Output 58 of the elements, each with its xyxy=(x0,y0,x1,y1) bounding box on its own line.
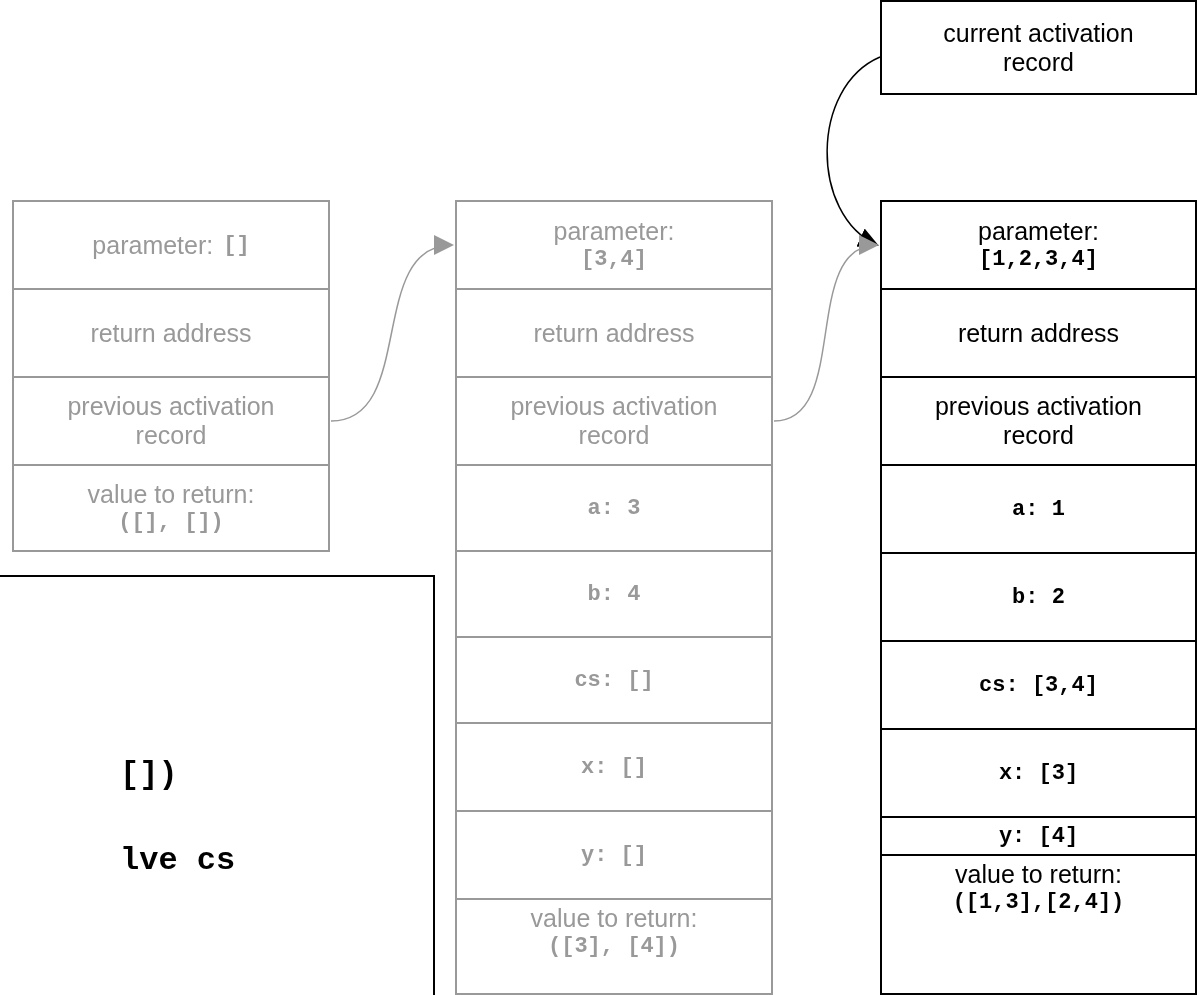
field-label: return address xyxy=(533,318,695,348)
field-value: b: 4 xyxy=(587,580,641,608)
record-field xyxy=(880,464,1197,554)
field-label: previous activation record xyxy=(66,392,276,450)
code-line: []) xyxy=(120,757,178,793)
field-value: a: 1 xyxy=(1012,495,1065,523)
record-field xyxy=(455,288,773,378)
record-field xyxy=(880,640,1197,730)
field-label: value to return: xyxy=(955,860,1122,889)
field-value: y: [4] xyxy=(998,822,1079,850)
record-field xyxy=(455,810,773,900)
field-label: previous activation record xyxy=(933,392,1144,450)
record-field xyxy=(880,728,1197,818)
field-label: value to return: xyxy=(87,480,255,509)
record-field xyxy=(12,288,330,378)
record-field xyxy=(455,550,773,638)
record-field xyxy=(880,200,1197,290)
field-value: [] xyxy=(223,231,250,259)
record-field xyxy=(880,854,1197,995)
record-field xyxy=(455,898,773,995)
record-field xyxy=(12,464,330,552)
record-field xyxy=(455,636,773,724)
field-value: x: [3] xyxy=(998,759,1079,787)
record-field xyxy=(12,376,330,466)
field-value: cs: [3,4] xyxy=(979,671,1098,699)
field-value: ([1,3],[2,4]) xyxy=(952,889,1125,916)
field-label: previous activation record xyxy=(509,392,719,450)
field-value: ([], []) xyxy=(118,509,224,536)
field-label: return address xyxy=(957,318,1120,348)
field-label: parameter: xyxy=(92,230,214,260)
field-value: cs: [] xyxy=(574,666,654,694)
record-field xyxy=(880,816,1197,856)
field-label: value to return: xyxy=(530,904,698,933)
record-field xyxy=(880,288,1197,378)
record-field xyxy=(880,376,1197,466)
field-value: y: [] xyxy=(581,841,647,869)
field-label: parameter: xyxy=(978,217,1099,246)
record-field xyxy=(455,376,773,466)
field-value: x: [] xyxy=(581,753,647,781)
code-line: lve cs xyxy=(120,843,236,879)
field-label: return address xyxy=(90,318,252,348)
label-box xyxy=(880,0,1197,95)
field-label: parameter: xyxy=(553,217,675,246)
code-panel xyxy=(0,575,435,995)
record-field xyxy=(455,464,773,552)
record-field xyxy=(455,722,773,812)
arrow xyxy=(773,238,879,422)
field-value: ([3], [4]) xyxy=(548,933,680,960)
field-value: [1,2,3,4] xyxy=(979,246,1098,273)
record-field xyxy=(880,552,1197,642)
arrow xyxy=(330,238,454,422)
record-field xyxy=(455,200,773,290)
field-value: [3,4] xyxy=(581,246,647,273)
field-value: b: 2 xyxy=(1012,583,1065,611)
arrow xyxy=(826,56,881,247)
field-value: a: 3 xyxy=(587,494,641,522)
record-field xyxy=(12,200,330,290)
field-label: current activation record xyxy=(942,18,1135,77)
